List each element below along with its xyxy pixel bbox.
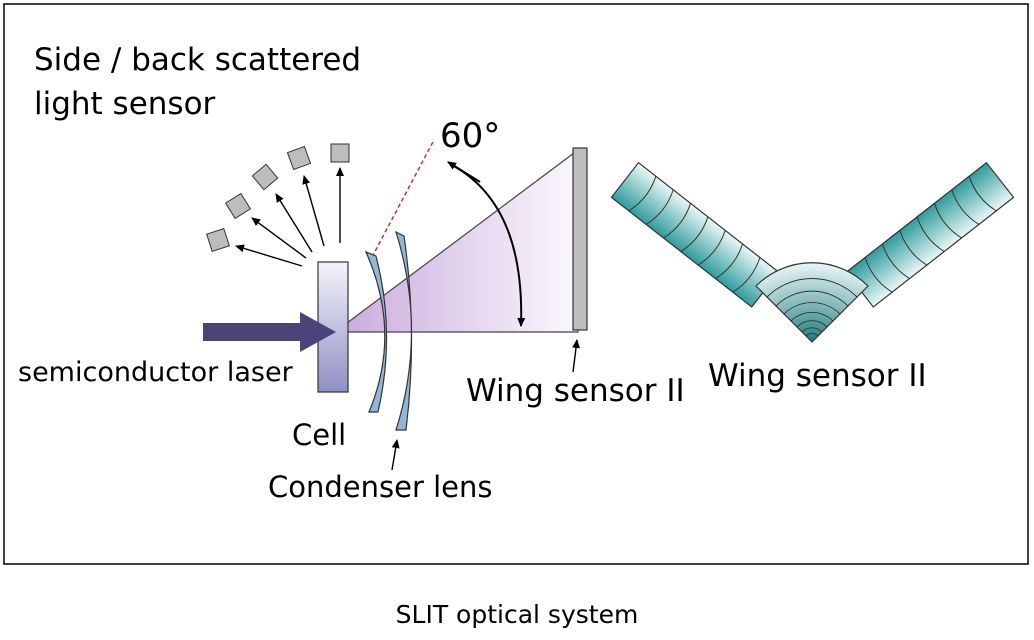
wing-sensor-right-arm [845, 161, 1015, 308]
condenser-lens-label: Condenser lens [268, 470, 493, 504]
cell-label: Cell [292, 418, 347, 452]
side-sensor-4 [286, 145, 312, 171]
figure-frame [3, 3, 1029, 565]
side-sensor-label: Side / back scattered light sensor [34, 42, 362, 122]
angle-reference-line [371, 139, 435, 258]
wing-sensor-left-arm [610, 161, 780, 308]
condenser-lens-1 [364, 250, 388, 413]
laser-arrow [203, 312, 336, 352]
wing-sensor-center-fan [755, 262, 869, 343]
side-sensor-2 [224, 192, 252, 220]
wing-sensor-front-label: Wing sensor II [708, 358, 927, 394]
side-sensor-1 [206, 228, 230, 252]
wing-sensor-pointer [572, 339, 580, 373]
scatter-arrows [235, 167, 344, 267]
condenser-pointer [391, 439, 400, 471]
laser-label: semiconductor laser [18, 357, 293, 388]
scatter-cone [333, 148, 579, 333]
wing-sensor-side-view [572, 147, 588, 331]
condenser-lens-2 [395, 230, 413, 431]
angle-label: 60° [440, 116, 501, 156]
figure-caption: SLIT optical system [395, 600, 639, 629]
wing-sensor-side-label: Wing sensor II [466, 373, 685, 409]
side-sensor-5 [330, 143, 350, 163]
side-sensor-3 [251, 163, 279, 191]
side-sensor-array [206, 143, 350, 252]
angle-arc-arrow [447, 161, 481, 183]
